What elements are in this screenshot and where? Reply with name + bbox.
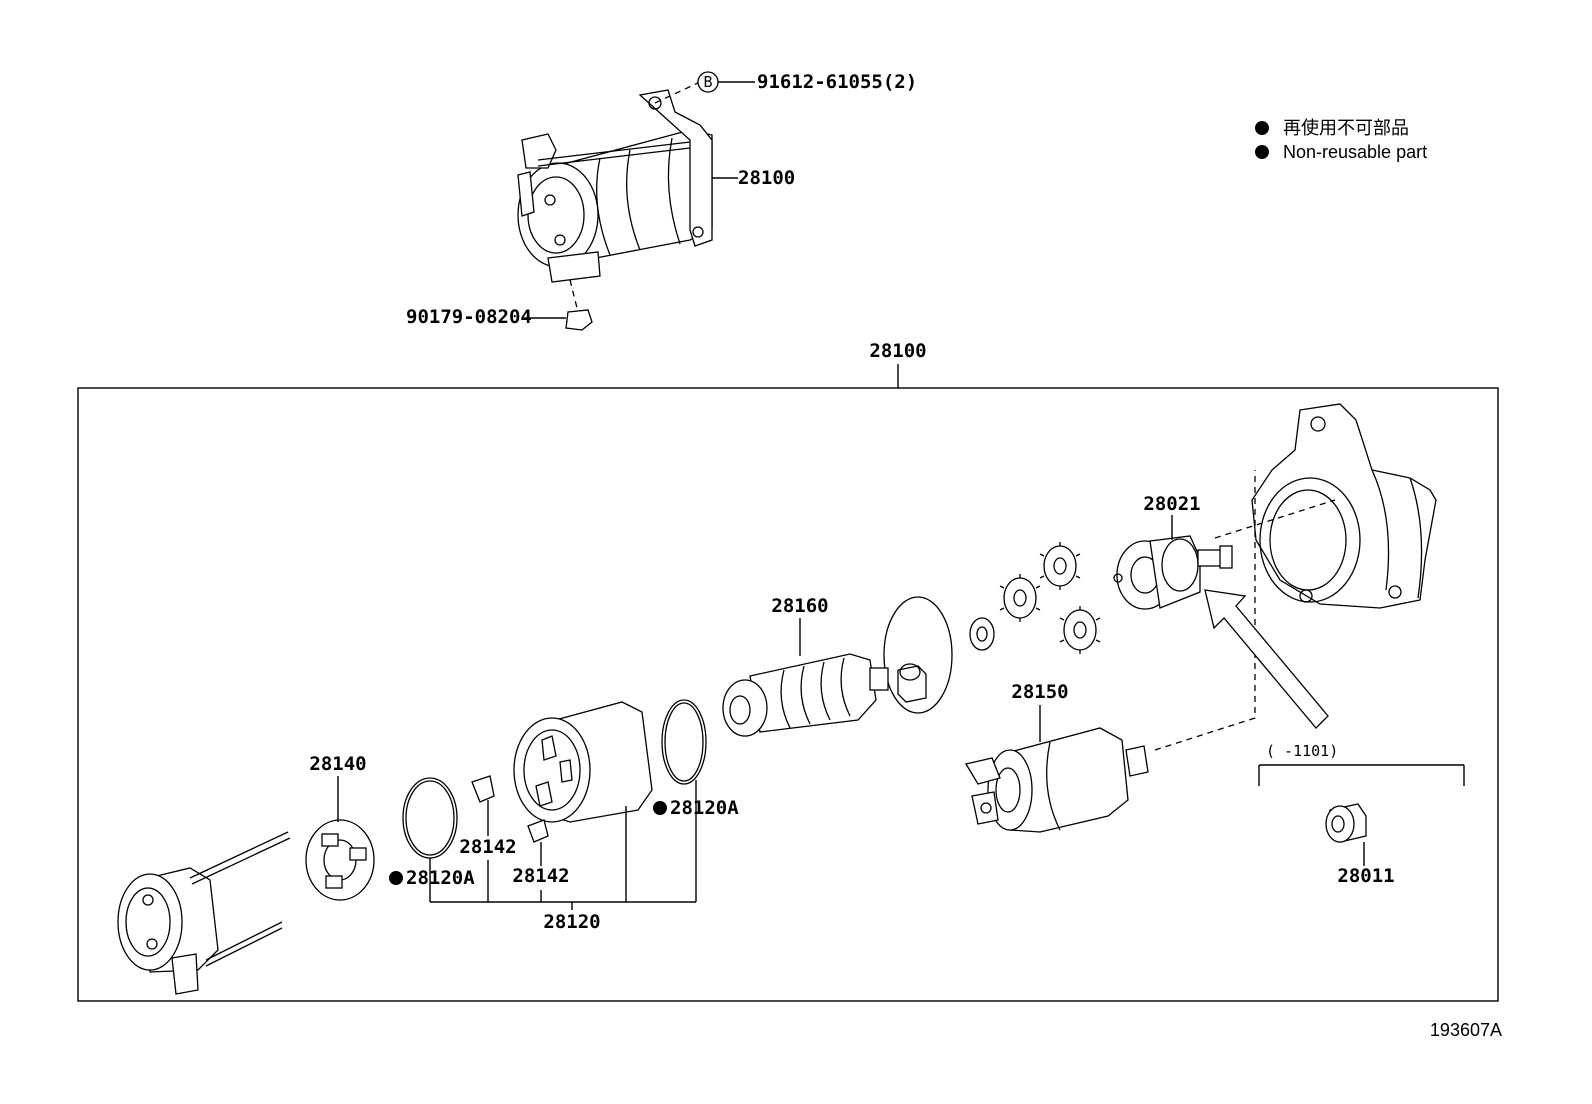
- assembly-callout: 28100: [712, 167, 795, 189]
- starter-assembly-illustration: [517, 81, 713, 283]
- plate-illustration: [883, 596, 953, 714]
- bolt-part-number: 91612-61055(2): [757, 71, 917, 93]
- legend: 再使用不可部品 Non-reusable part: [1255, 118, 1427, 162]
- legend-en-text: Non-reusable part: [1283, 142, 1427, 162]
- part-28150-illustration: [964, 727, 1149, 833]
- part-28142a-label: 28142: [459, 836, 516, 858]
- diagram-id: 193607A: [1430, 1020, 1502, 1040]
- o-ring-left-illustration: [402, 777, 458, 859]
- brush-spring-2-illustration: [527, 819, 549, 843]
- part-28021-label: 28021: [1143, 493, 1200, 515]
- end-frame-illustration: [117, 831, 291, 995]
- nut-icon: [565, 309, 593, 331]
- planetary-gears-illustration: [969, 542, 1101, 654]
- legend-bullet-icon: [1255, 121, 1269, 135]
- part-28160-illustration: [722, 653, 889, 737]
- bolt-callout: B 91612-61055(2): [697, 71, 917, 93]
- part-28120-bracket: [429, 780, 697, 910]
- o-ring-right-illustration: [661, 699, 707, 785]
- part-28142b-label: 28142: [512, 865, 569, 887]
- direction-arrow-icon: [1204, 589, 1329, 729]
- range-note: ( -1101): [1266, 742, 1338, 760]
- part-28160-label: 28160: [771, 595, 828, 617]
- nut-part-number: 90179-08204: [406, 306, 532, 328]
- part-28011-illustration: [1325, 803, 1367, 843]
- brush-spring-1-illustration: [471, 775, 495, 803]
- assembly-part-number: 28100: [738, 167, 795, 189]
- box-title: 28100: [869, 340, 926, 362]
- part-28120a-right-label: 28120A: [670, 797, 739, 819]
- legend-jp-text: 再使用不可部品: [1283, 118, 1409, 138]
- part-28021-illustration: [1113, 535, 1233, 610]
- part-28140-label: 28140: [309, 753, 366, 775]
- part-28120a-left-label: 28120A: [406, 867, 475, 889]
- range-bracket: [1258, 764, 1465, 786]
- part-28120-yoke-illustration: [513, 701, 653, 823]
- bolt-marker-label: B: [703, 73, 712, 91]
- legend-bullet-icon: [1255, 145, 1269, 159]
- part-28011-label: 28011: [1337, 865, 1394, 887]
- part-28150-label: 28150: [1011, 681, 1068, 703]
- drive-housing-illustration: [1251, 403, 1437, 609]
- part-28120-label: 28120: [543, 911, 600, 933]
- nut-callout: 90179-08204: [406, 279, 593, 331]
- part-28140-illustration: [305, 819, 375, 901]
- non-reusable-bullet-icon: [389, 871, 403, 885]
- non-reusable-bullet-icon: [653, 801, 667, 815]
- exploded-view-frame: [77, 387, 1499, 1002]
